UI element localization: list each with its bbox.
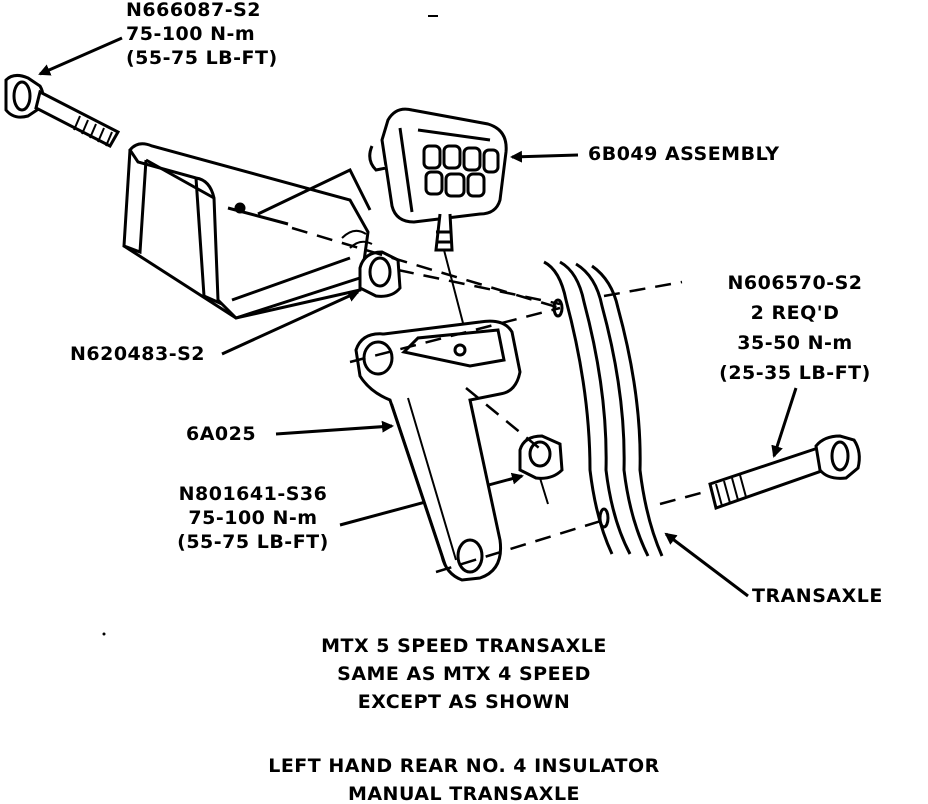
insulator-assembly [368,107,508,351]
right-bolt [708,434,861,510]
alignment-lines [291,226,713,574]
callout-lower-nut: N801641-S36 75-100 N-m (55-75 LB-FT) [168,482,338,554]
body-bracket [122,142,372,320]
part-number: 6B049 ASSEMBLY [588,143,780,165]
caption-block: MTX 5 SPEED TRANSAXLE SAME AS MTX 4 SPEE… [0,632,928,716]
torque-metric: 35-50 N-m [737,332,853,354]
torque-metric: 75-100 N-m [126,23,256,45]
speck-dot [102,632,106,636]
transaxle-housing [543,260,664,557]
title-line-2: MANUAL TRANSAXLE [347,783,581,804]
leader-nut [221,290,360,356]
quantity-required: 2 REQ'D [750,302,840,324]
caption-line-1: MTX 5 SPEED TRANSAXLE [321,635,607,657]
part-number: N606570-S2 [727,272,863,294]
part-number: 6A025 [186,423,257,445]
callout-right-bolt: N606570-S2 2 REQ'D 35-50 N-m (25-35 LB-F… [700,268,890,388]
callout-top-bolt: N666087-S2 75-100 N-m (55-75 LB-FT) [126,0,278,70]
torque-metric: 75-100 N-m [188,507,318,529]
torque-imperial: (55-75 LB-FT) [177,531,329,553]
callout-bracket: 6A025 [186,422,256,446]
nut-upper [341,229,402,298]
title-line-1: LEFT HAND REAR NO. 4 INSULATOR [268,755,660,777]
callout-nut: N620483-S2 [70,342,205,366]
leader-right-bolt [771,387,798,458]
torque-imperial: (55-75 LB-FT) [126,47,278,69]
title-block: LEFT HAND REAR NO. 4 INSULATOR MANUAL TR… [0,752,928,804]
nut-lower [518,434,564,505]
top-bolt [4,73,121,148]
part-number: N666087-S2 [126,0,262,21]
caption-line-3: EXCEPT AS SHOWN [357,691,571,713]
part-number: N801641-S36 [178,483,328,505]
leader-assembly [510,150,579,163]
callout-assembly: 6B049 ASSEMBLY [588,142,779,166]
torque-imperial: (25-35 LB-FT) [719,362,871,384]
leader-top-bolt [38,36,123,76]
bracket-6a025 [354,319,522,582]
leader-bracket [275,420,394,436]
caption-line-2: SAME AS MTX 4 SPEED [337,663,591,685]
callout-transaxle: TRANSAXLE [752,584,883,608]
part-label: TRANSAXLE [752,585,883,607]
part-number: N620483-S2 [70,343,206,365]
leader-transaxle [664,532,749,598]
